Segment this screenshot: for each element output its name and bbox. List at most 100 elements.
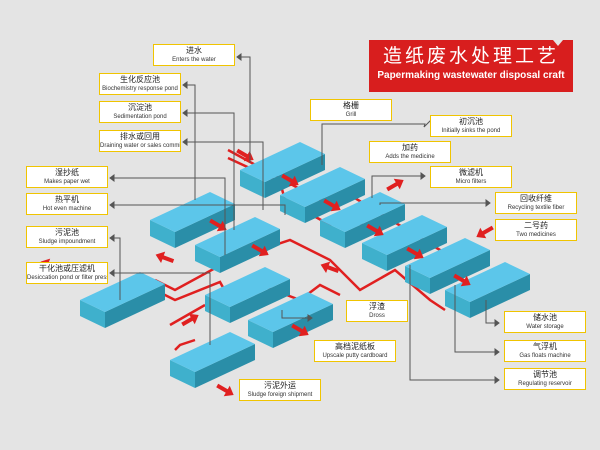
label-en: Dross [369,313,385,319]
tank-right-face [430,250,490,294]
tank-top-face [405,238,490,278]
label-en: Water storage [526,324,564,330]
tank-right-face [273,304,333,348]
flow-arrow-icon [453,273,471,287]
tank-block [205,267,290,323]
flow-arrow-icon [251,243,269,257]
arrowhead-icon [494,319,500,327]
tank-left-face [80,300,105,328]
label-grill: 格栅 Grill [310,99,392,121]
arrowhead-icon [420,172,426,180]
arrowhead-icon [494,348,500,356]
connector-line [454,285,499,353]
label-cn: 污泥池 [55,228,79,237]
label-gas-float: 气浮机 Gas floats machine [504,340,586,362]
tank-right-face [265,154,325,198]
label-recycle-fiber: 回收纤维 Recycling textile fiber [495,192,577,214]
label-cn: 储水池 [533,313,557,322]
tank-right-face [220,229,280,273]
tank-left-face [240,170,265,198]
label-cn: 调节池 [533,370,557,379]
label-en: Biochemistry response pond [102,86,178,92]
connector-line [183,141,264,210]
arrowhead-icon [109,201,115,209]
label-en: Grill [345,112,357,118]
tank-left-face [150,220,175,248]
label-cn: 高档泥纸板 [335,342,375,351]
label-cn: 干化池或压滤机 [39,264,95,273]
label-cn: 回收纤维 [520,194,552,203]
tank-block [362,215,447,271]
title-banner: 造纸废水处理工艺 Papermaking wastewater disposal… [369,40,573,92]
banner-notch [553,40,563,46]
tank-right-face [387,227,447,271]
arrowhead-icon [423,119,432,128]
pipe-line [174,338,196,351]
label-cn: 污泥外运 [264,381,296,390]
arrowhead-icon [494,376,500,384]
tank-block [150,192,235,248]
label-cn: 气浮机 [533,342,557,351]
tank-top-face [150,192,235,232]
connector-line [110,177,226,255]
label-en: Two medicines [516,232,556,238]
connector-line [281,310,312,319]
pipe-line [154,238,446,312]
arrowhead-icon [109,269,115,277]
flow-arrow-icon [216,383,234,397]
tank-right-face [305,179,365,223]
tank-right-face [195,344,255,388]
arrowhead-icon [236,53,242,61]
arrowhead-icon [109,234,115,242]
label-en: Gas floats machine [519,353,571,359]
flow-arrow-icon [281,173,299,187]
label-en: Upscale putty cardboard [322,353,388,359]
connector-line [183,112,235,230]
flow-arrow-icon [366,223,384,237]
tank-left-face [248,320,273,348]
label-en: Hot even machine [42,206,92,212]
tank-top-face [205,267,290,307]
tank-top-face [248,292,333,332]
label-en: Sludge foreign shipment [247,392,313,398]
flow-arrow-icon [291,323,309,337]
label-en: Recycling textile fiber [507,205,565,211]
tank-top-face [362,215,447,255]
flow-arrow-icon [476,225,494,239]
label-cn: 进水 [186,46,202,55]
connector-line [321,123,426,165]
label-en: Makes paper wet [44,179,90,185]
label-cardboard: 高档泥纸板 Upscale putty cardboard [314,340,396,362]
tank-right-face [470,274,530,318]
connector-line [409,265,499,381]
tank-left-face [170,360,195,388]
arrowhead-icon [182,81,188,89]
label-cn: 格栅 [343,101,359,110]
label-en: Initially sinks the pond [441,128,501,134]
tank-block [320,192,405,248]
flow-arrow-icon [323,198,341,212]
flow-arrow-icon [155,251,175,263]
flow-arrow-icon [181,313,199,327]
label-en: Enters the water [172,57,216,63]
label-cn: 生化反应池 [120,75,160,84]
label-cn: 加药 [402,143,418,152]
label-en: Sludge impoundment [38,239,96,245]
arrowhead-icon [109,174,115,182]
tank-top-face [445,262,530,302]
label-sludge-ship: 污泥外运 Sludge foreign shipment [239,379,321,401]
connector-line [379,202,490,205]
pipe-line [169,303,206,327]
tank-right-face [105,284,165,328]
tank-block [248,292,333,348]
tank-block [280,167,365,223]
tank-right-face [230,279,290,323]
connector-line [237,56,251,163]
connector-line [110,204,286,215]
label-biochem: 生化反应池 Biochemistry response pond [99,73,181,95]
